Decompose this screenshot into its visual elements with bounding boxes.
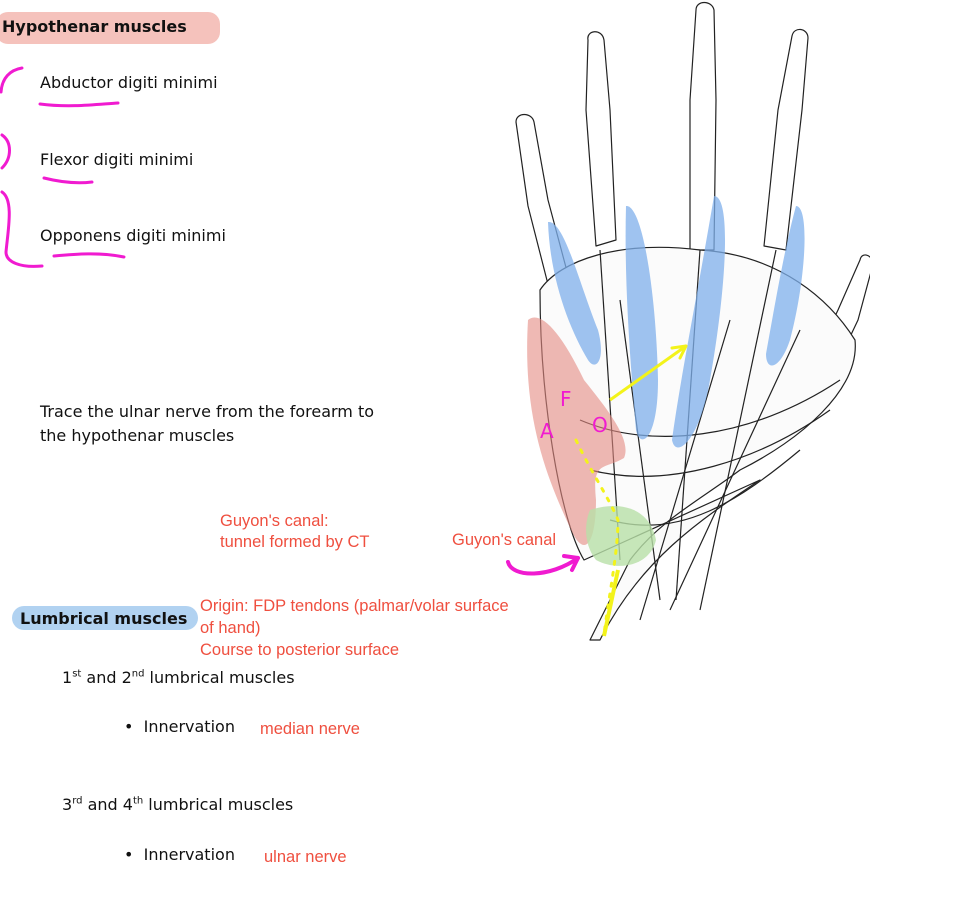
guyon-canal-area — [586, 505, 656, 566]
bullet-dot: • — [124, 717, 144, 736]
hypothenar-item-abductor: Abductor digiti minimi — [40, 73, 218, 92]
ink-bracket-middle — [0, 133, 11, 170]
bullet-dot: • — [124, 845, 144, 864]
lumbrical-1 — [548, 221, 601, 365]
lumbrical-group-1: 1st and 2nd lumbrical muscles — [62, 668, 295, 687]
guyon-canal-label: Guyon's canal — [452, 531, 557, 549]
label-o: O — [592, 413, 608, 437]
hypothenar-item-flexor: Flexor digiti minimi — [40, 150, 194, 169]
lumbrical-title: Lumbrical muscles — [20, 609, 188, 628]
ink-underline-opponens — [52, 252, 126, 259]
lumbrical-3 — [672, 196, 726, 448]
trace-note-line-2: the hypothenar muscles — [40, 426, 235, 445]
lumbrical-title-highlight — [12, 606, 198, 630]
ink-bracket-bottom — [0, 190, 44, 268]
finger-ring — [763, 28, 809, 251]
ulnar-nerve-solid — [602, 569, 620, 637]
origin-line-1: Origin: FDP tendons (palmar/volar surfac… — [200, 597, 509, 615]
answer-median-nerve: median nerve — [260, 720, 360, 738]
answer-ulnar-nerve: ulnar nerve — [264, 848, 347, 866]
pink-arrow-to-canal — [506, 556, 580, 576]
label-a: A — [540, 419, 554, 443]
lumbrical-4 — [766, 206, 805, 366]
ink-bracket-top — [0, 66, 24, 94]
origin-line-2: of hand) — [200, 619, 261, 637]
hypothenar-muscle-group — [527, 317, 626, 546]
guyon-note-line-2: tunnel formed by CT — [220, 533, 370, 551]
hand-illustration: A F O — [506, 1, 870, 641]
lumbrical-2 — [625, 205, 658, 440]
pink-ink-annotations — [0, 66, 126, 268]
label-f: F — [560, 387, 572, 411]
title-highlight — [0, 12, 220, 44]
innervation-bullet-2: • Innervation — [124, 845, 235, 864]
hypothenar-title: Hypothenar muscles — [2, 17, 187, 36]
yellow-arrow — [609, 344, 687, 402]
lumbrical-group-2: 3rd and 4th lumbrical muscles — [62, 795, 294, 814]
trace-note-line-1: Trace the ulnar nerve from the forearm t… — [40, 402, 375, 421]
hypothenar-item-opponens: Opponens digiti minimi — [40, 226, 226, 245]
innervation-bullet-1: • Innervation — [124, 717, 235, 736]
ulnar-nerve-dotted — [574, 438, 620, 636]
finger-index — [585, 31, 617, 247]
ink-underline-flexor — [42, 176, 94, 185]
origin-line-3: Course to posterior surface — [200, 641, 400, 659]
guyon-note-line-1: Guyon's canal: — [220, 512, 329, 530]
ink-underline-abductor — [38, 101, 120, 108]
